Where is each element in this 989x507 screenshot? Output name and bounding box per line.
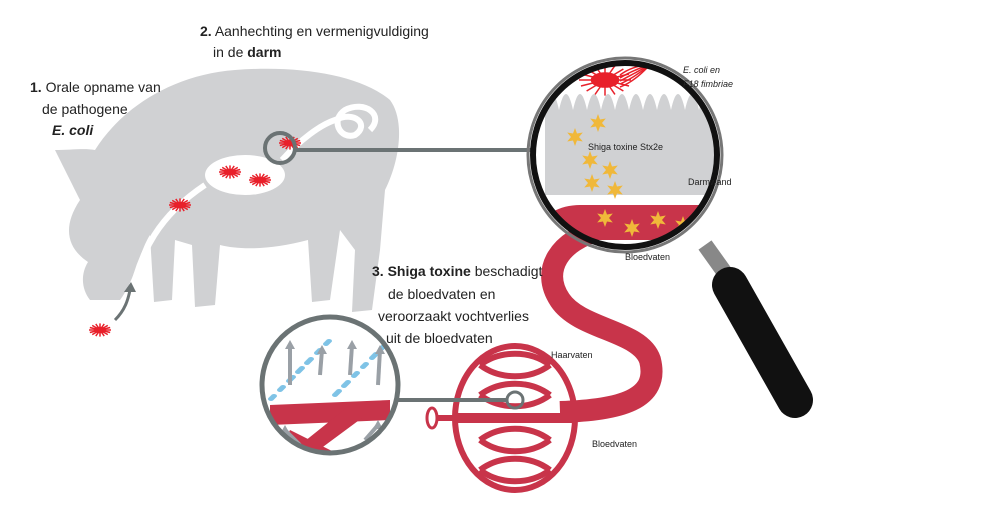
bacterium-icon [219,165,241,179]
bacterium-icon [249,173,271,187]
step3-line4: uit de bloedvaten [386,330,493,346]
leakage-detail [259,314,401,456]
step3-line2: de bloedvaten en [388,286,495,302]
arrow-up-icon [317,345,327,376]
ecoli-label: E. coli en [683,65,720,75]
bacterium-icon [89,323,111,337]
droplet [271,394,277,398]
fimbriae-label: F18 fimbriae [683,79,733,89]
vessel-opening [425,406,439,430]
droplet [336,389,342,393]
zoom-ring-capillary [505,390,525,410]
leak-arrows [280,340,385,447]
blood-vessel-path [541,219,663,423]
step3-text: 3. Shiga toxine beschadigt [372,263,543,279]
intestinal-wall [545,94,717,195]
droplet [299,366,305,370]
toxin-star-icon [602,161,618,179]
toxin-star-icon [607,181,623,199]
zoom-ring-gut [263,131,297,165]
step1-ecoli: E. coli [52,122,94,138]
droplet [267,338,273,342]
arrow-up-icon [363,420,383,442]
step3-line3: veroorzaakt vochtverlies [378,308,529,324]
droplet [345,380,351,384]
intestine-coils [279,103,379,163]
toxin-star-icon [567,128,583,146]
droplet [308,357,314,361]
droplet [326,339,332,343]
toxin-star-icon [650,211,666,229]
magnifier-vessel-label: Bloedvaten [625,252,670,262]
step2-line2: in de darm [213,44,281,60]
magnifier-lens [526,56,724,254]
toxin-star-icon [584,174,600,192]
toxin-star-icon [597,209,613,227]
magnifier-handle [698,240,813,418]
step1-line2: de pathogene [42,101,128,117]
step2-text: 2. Aanhechting en vermenigvuldiging [200,23,429,39]
bacterium-icon [169,198,191,212]
arrow-head-icon [124,282,136,292]
droplet [363,362,369,366]
capillary-network [430,343,578,493]
toxin-label: Shiga toxine Stx2e [588,142,663,152]
capillaries-label: Haarvaten [551,350,593,360]
toxin-star-icon [590,114,606,132]
toxin-star-icon [698,210,714,228]
droplet [280,385,286,389]
step1-text: 1. Orale opname van [30,79,161,95]
blood-vessels-label: Bloedvaten [592,439,637,449]
arrow-up-icon [375,345,385,386]
arrow-up-icon [347,340,357,376]
arrow-up-icon [285,340,295,385]
stomach-shape [205,155,285,195]
esophagus-path [127,182,207,301]
droplet [354,371,360,375]
ingestion-arrow [113,289,132,322]
toxin-star-icon [582,151,598,169]
intestinal-wall-label: Darmwand [688,177,732,187]
toxin-star-icon [624,219,640,237]
